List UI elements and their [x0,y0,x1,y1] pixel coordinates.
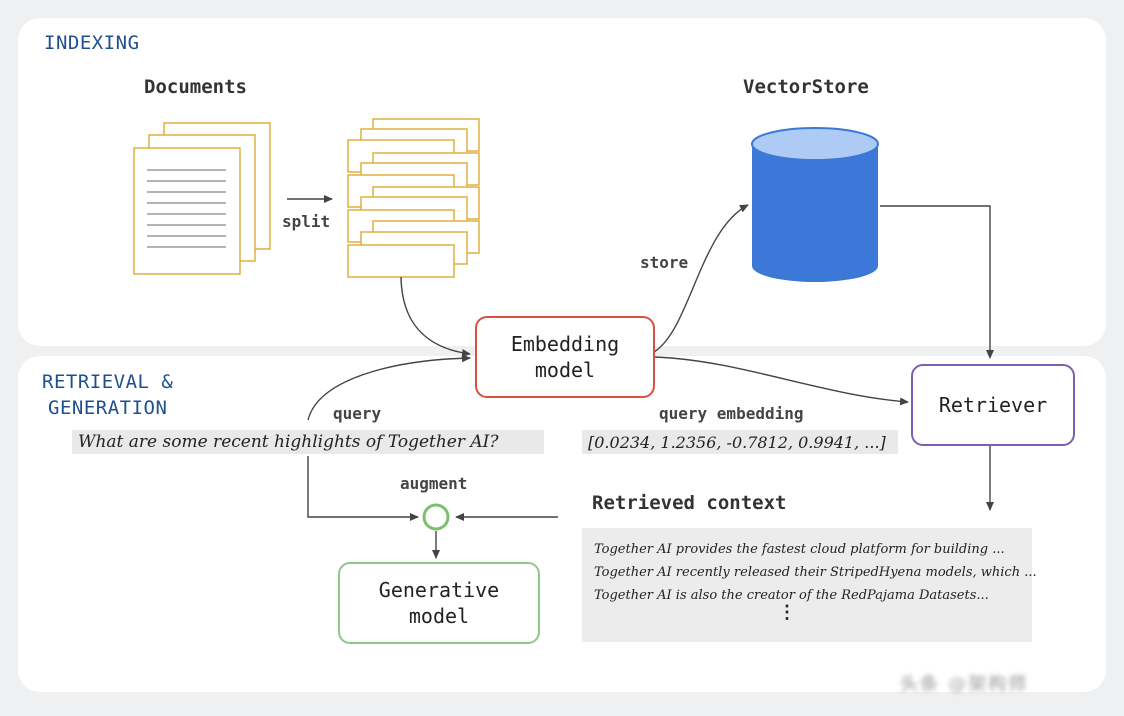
retrieved-context-label: Retrieved context [592,492,787,514]
indexing-section-title: INDEXING [44,32,140,54]
query-to-embedding-arrow [307,354,471,421]
query-text: What are some recent highlights of Toget… [72,430,544,454]
split-label: split [282,212,331,231]
vectorstore-label: VectorStore [743,76,869,98]
retrieved-context-box: Together AI provides the fastest cloud p… [582,528,1037,642]
context-line: Together AI is also the creator of the R… [594,588,989,603]
context-line: Together AI recently released their Stri… [594,565,1037,580]
query-label: query [333,404,382,423]
store-label: store [640,253,689,272]
documents-icon [133,122,271,275]
query-embedding-label: query embedding [659,404,804,423]
augment-node [422,503,450,531]
query-to-augment-arrow [307,456,419,521]
watermark: 头条 @架构师 [900,674,1029,695]
db-to-retriever-arrow [880,205,994,359]
chunks-to-embedding-arrow [400,276,471,357]
document-text-lines [147,169,226,248]
context-line: Together AI provides the fastest cloud p… [594,542,1005,557]
chunks-icon [347,118,480,278]
store-arrow [653,204,749,353]
embedding-model-node: Embedding model [475,316,655,398]
vectorstore-database-icon [751,127,879,282]
retriever-node: Retriever [911,364,1075,446]
query-embedding-vector: [0.0234, 1.2356, -0.7812, 0.9941, ...] [582,430,898,454]
generative-model-node: Generative model [338,562,540,644]
retrieval-section-title-line2: GENERATION [48,397,168,419]
documents-label: Documents [144,76,247,98]
retrieval-section-title-line1: RETRIEVAL & [42,371,174,393]
augment-label: augment [400,474,468,493]
embedding-to-retriever-arrow [653,356,909,406]
context-ellipsis-icon: ⋮ [778,602,796,623]
